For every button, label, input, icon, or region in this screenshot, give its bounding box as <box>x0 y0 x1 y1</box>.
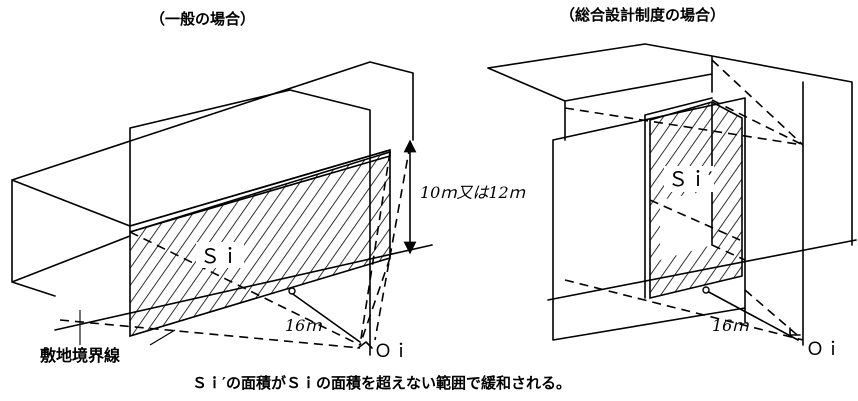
right-front-wall <box>552 97 746 341</box>
right-mid-wall <box>644 97 713 299</box>
right-ground-line <box>547 239 857 301</box>
left-heading: （一般の場合） <box>150 10 255 28</box>
left-height-label: 10ｍ又は12ｍ <box>420 183 526 202</box>
left-area-label: Ｓｉ <box>200 244 240 268</box>
left-building-outline <box>11 61 414 297</box>
right-point-oi-marker <box>789 327 801 336</box>
left-boundary-label: 敷地境界線 <box>40 346 120 365</box>
left-distance-line <box>289 291 361 343</box>
left-projection-lines <box>59 144 411 349</box>
left-distance-label: 16ｍ <box>285 316 322 335</box>
left-shadow-area-si <box>129 150 391 338</box>
right-building-outline <box>487 43 853 246</box>
left-point-label: Ｏｉ <box>374 341 410 362</box>
right-diagram <box>487 43 857 346</box>
left-point-oi-marker <box>357 341 373 349</box>
right-point-label: Ｏｉ <box>806 339 842 360</box>
right-area-label: Ｓｉ′ <box>668 167 713 191</box>
left-boundary-leader <box>79 310 176 346</box>
caption: Ｓｉ′の面積がＳｉの面積を超えない範囲で緩和される。 <box>192 374 571 392</box>
right-projection-lines <box>564 59 804 341</box>
right-heading: （総合設計制度の場合） <box>560 6 725 24</box>
left-area-bottom-edge <box>129 257 391 337</box>
right-distance-label: 16ｍ <box>712 316 749 335</box>
left-diagram <box>11 61 433 356</box>
right-distance-line <box>704 289 799 341</box>
